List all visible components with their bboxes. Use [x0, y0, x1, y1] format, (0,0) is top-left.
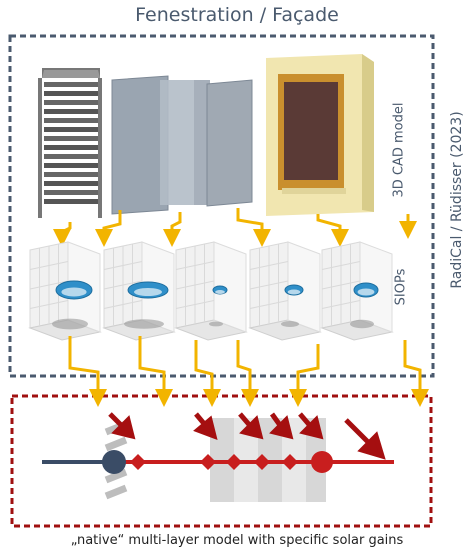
shutter-slat [44, 100, 98, 105]
cad-to-siop-arrows [53, 208, 417, 247]
interior-node [102, 450, 126, 474]
page-title: Fenestration / Façade [135, 4, 339, 26]
shutter-slat [44, 109, 98, 114]
siop-lobe-icon [320, 241, 394, 341]
shutter-slat [44, 118, 98, 123]
shutter-slat [44, 199, 98, 204]
layer-nodes [130, 451, 333, 473]
siop-lobe-icon [174, 241, 248, 341]
siop-row [28, 241, 394, 341]
siop-to-model-arrows [68, 336, 429, 407]
shutter-slat [44, 91, 98, 96]
shutter-slat [44, 190, 98, 195]
shutter-slat [44, 181, 98, 186]
shutter-slat [44, 145, 98, 150]
multi-layer-model [42, 412, 394, 502]
shutter-slat [44, 163, 98, 168]
shutter-slat [44, 82, 98, 87]
siop-lobe-icon [28, 241, 102, 341]
window-frame-icon [266, 54, 374, 216]
glass-pane-icon [111, 75, 253, 215]
shutter-slat [44, 154, 98, 159]
cad-frame [8, 34, 435, 378]
shutter-slat [44, 172, 98, 177]
solar-gain-arrows [108, 412, 386, 460]
shutter-slat [44, 136, 98, 141]
shutter-slat [44, 127, 98, 132]
caption: „native“ multi-layer model with specific… [70, 533, 404, 548]
siop-lobe-icon [248, 241, 322, 341]
roller-shutter-icon [38, 68, 102, 218]
siop-lobe-icon [102, 241, 176, 341]
model-frame [10, 394, 433, 528]
